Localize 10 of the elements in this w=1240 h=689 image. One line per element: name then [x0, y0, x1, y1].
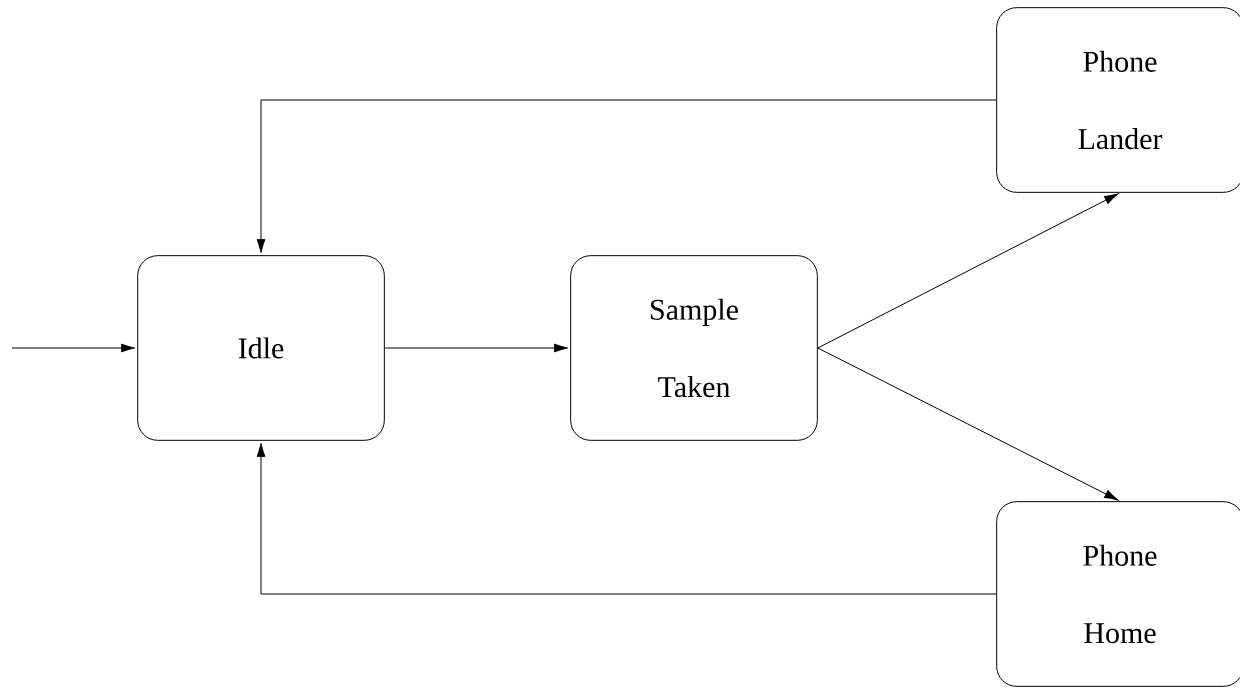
arrow	[256, 99, 997, 254]
arrow	[817, 347, 1119, 501]
arrow	[11, 343, 136, 353]
arrow	[817, 193, 1119, 349]
arrow	[384, 343, 569, 353]
state-box: Sample Taken	[570, 255, 818, 441]
state-box: Phone Lander	[996, 7, 1240, 193]
state-box: Idle	[137, 255, 385, 441]
arrow	[256, 442, 997, 595]
state-box: Phone Home	[996, 501, 1240, 687]
